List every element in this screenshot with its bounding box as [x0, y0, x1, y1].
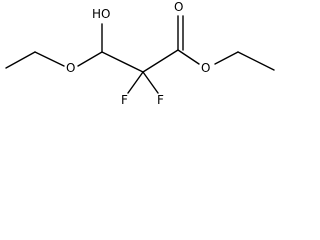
- atom-label-f-right: F: [157, 93, 164, 107]
- bond-carbonyl-to-ester-o: [177, 49, 200, 65]
- bond-ethyl-left-1: [5, 51, 36, 69]
- atom-label-carbonyl-o: O: [174, 0, 183, 14]
- bond-cf2-to-carbonyl: [142, 49, 179, 73]
- bond-cf2-to-f-right: [142, 71, 159, 94]
- bond-ethyl-right: [237, 51, 275, 71]
- bond-ethyl-left-2: [34, 51, 65, 67]
- molecule-structure: HO O O O F F: [5, 0, 275, 107]
- bond-ether-o-to-ch: [77, 51, 103, 67]
- atom-label-oh: HO: [92, 7, 110, 21]
- atom-label-f-left: F: [121, 93, 128, 107]
- bond-ch-to-cf2: [101, 51, 144, 73]
- bond-ester-o-to-ethyl: [214, 51, 239, 65]
- structure-canvas: HO O O O F F: [0, 0, 284, 113]
- atom-label-ester-o: O: [201, 61, 210, 75]
- atom-label-ether-o: O: [66, 61, 75, 75]
- bond-cf2-to-f-left: [127, 71, 144, 94]
